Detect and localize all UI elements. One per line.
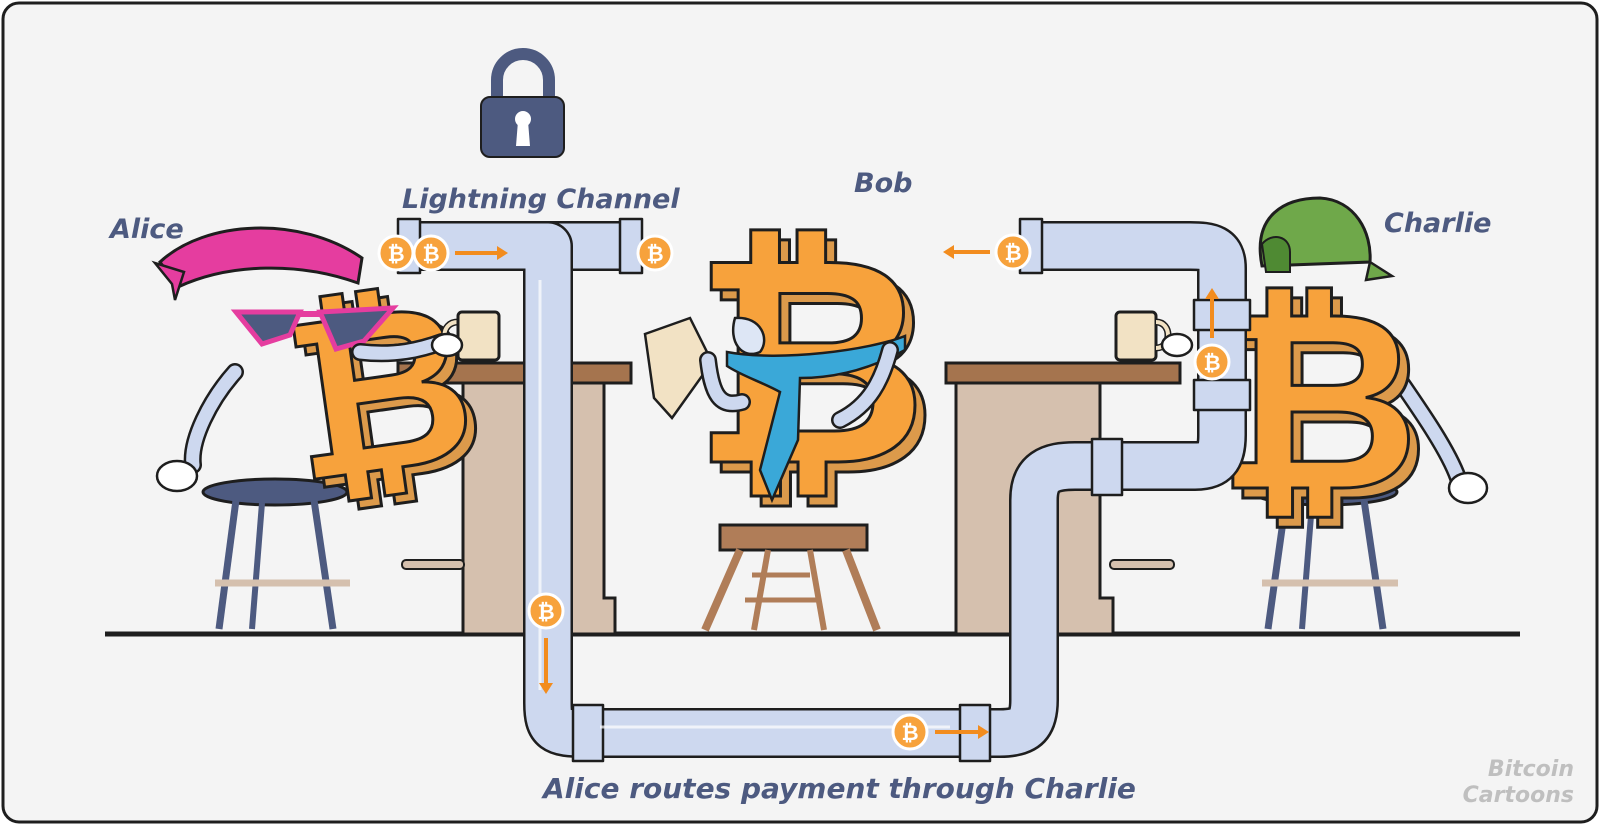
svg-text:₿: ₿	[1226, 266, 1430, 557]
label-alice: Alice	[110, 214, 184, 245]
coin-up	[1193, 343, 1231, 381]
coin-down	[527, 592, 565, 630]
arrow-icon	[935, 725, 989, 739]
coin-alice-2	[412, 234, 450, 272]
stool-alice	[201, 477, 350, 630]
coin-bob	[636, 234, 674, 272]
mug-alice	[430, 310, 501, 362]
coin-alice-1	[377, 234, 415, 272]
arrow-icon	[455, 246, 508, 260]
svg-text:₿: ₿	[271, 250, 489, 535]
watermark-line-1: Bitcoin	[1487, 757, 1574, 782]
svg-text:₿: ₿	[702, 204, 938, 541]
svg-text:₿: ₿	[281, 258, 499, 543]
caption: Alice routes payment through Charlie	[543, 772, 1136, 805]
label-charlie: Charlie	[1384, 208, 1492, 239]
bob-character: ₿ ₿	[643, 193, 940, 543]
padlock-icon	[480, 48, 565, 158]
label-bob: Bob	[854, 168, 913, 199]
arrow-icon	[1205, 288, 1219, 338]
watermark: Bitcoin Cartoons	[1444, 757, 1574, 809]
stool-charlie	[1251, 477, 1399, 630]
coin-bottom	[891, 713, 929, 751]
coin-to-bob	[994, 233, 1032, 271]
watermark-line-2: Cartoons	[1462, 783, 1574, 808]
step-ladder-bob	[701, 523, 881, 632]
label-lightning-channel: Lightning Channel	[402, 184, 680, 215]
arrow-icon	[943, 245, 990, 259]
arrow-icon	[539, 638, 553, 694]
alice-character: ₿ ₿	[151, 226, 500, 544]
mug-charlie	[1114, 310, 1194, 362]
